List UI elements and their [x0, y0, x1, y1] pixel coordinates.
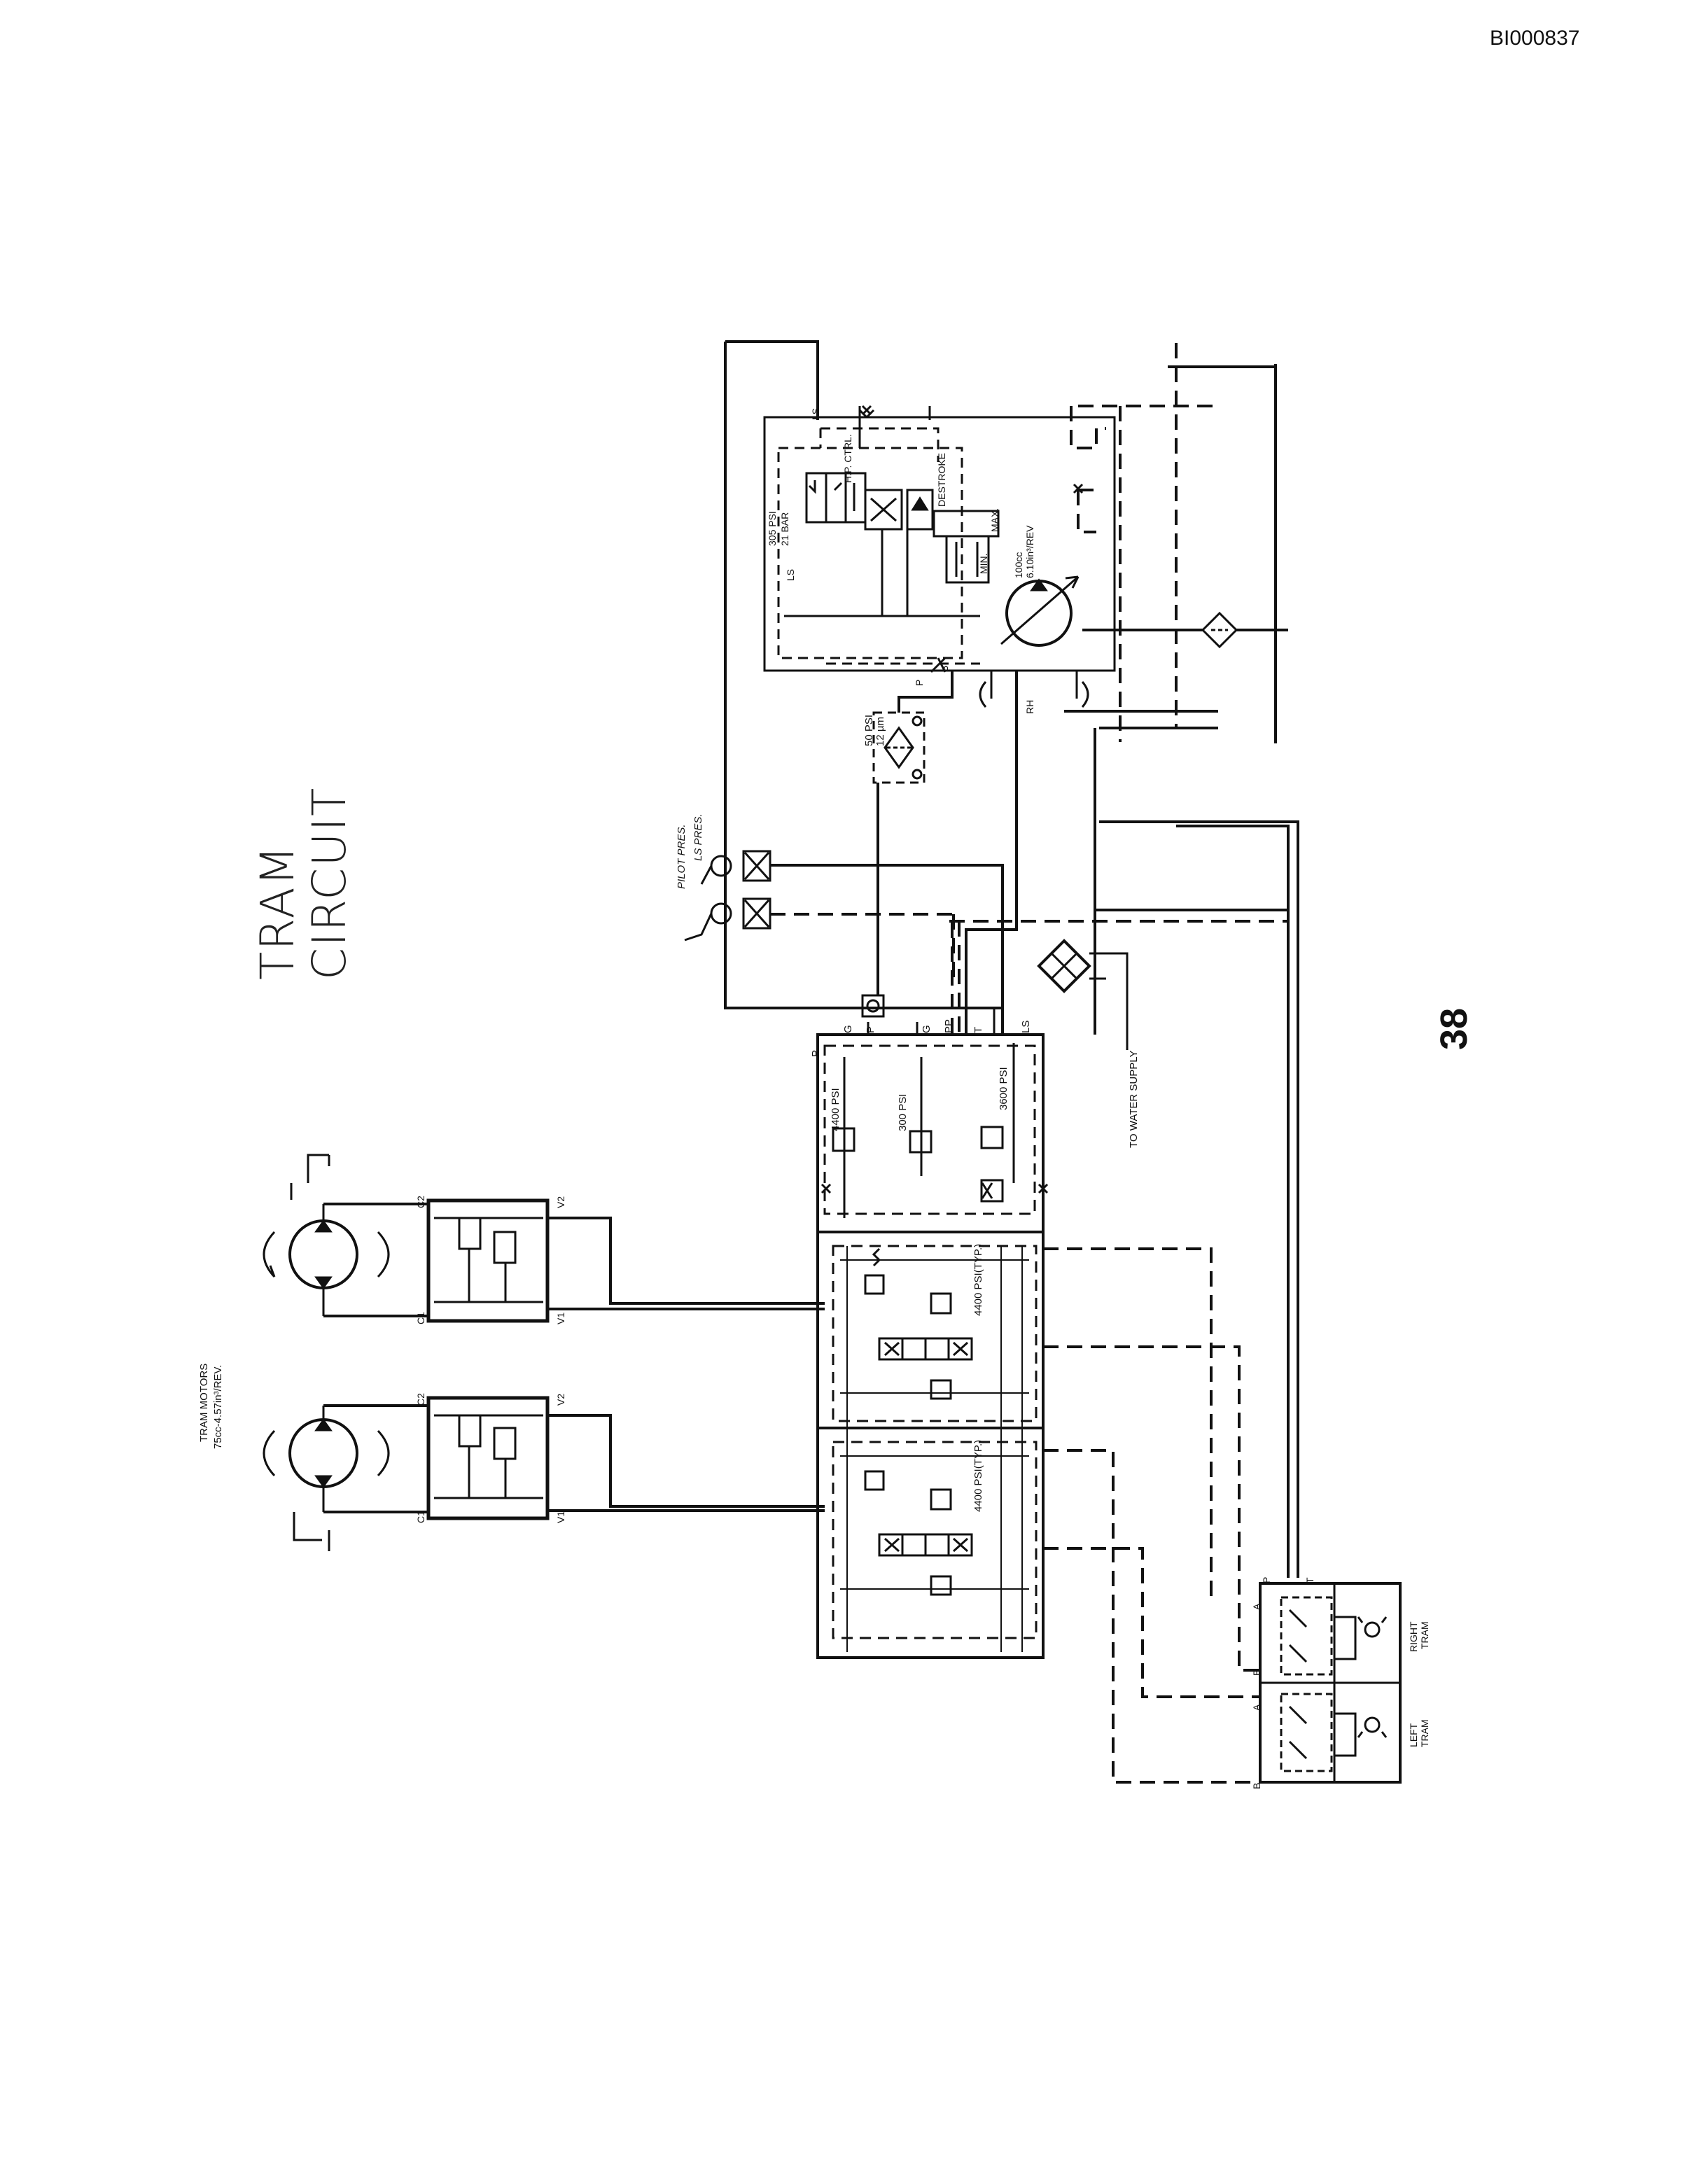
port-p-bank: P [810, 1050, 822, 1057]
pilot-pres-label: PILOT PRES. [676, 824, 687, 889]
port-a-left: A [1251, 1704, 1262, 1711]
port-t-tram: T [1304, 1577, 1315, 1583]
relief-3600-label: 3600 PSI [998, 1067, 1010, 1110]
gauge-labels: PILOT PRES. LS PRES. [676, 813, 704, 889]
port-t: T [972, 1027, 984, 1033]
port-ls-bank: LS [1020, 1021, 1032, 1033]
tram-motor-left [263, 1406, 390, 1551]
ls-pres-label: LS PRES. [692, 813, 704, 861]
port-g-2: G [921, 1025, 933, 1033]
relief-4400-label-upper: 4400 PSI(TYP.) [972, 1244, 984, 1316]
motor-labels: TRAM MOTORS 75cc-4.57in³/REV. [198, 1364, 224, 1449]
pilot-pres-gauge-icon [710, 902, 732, 925]
filter-spec-1: 50 PSI [863, 715, 875, 746]
port-p-tram: P [1261, 1577, 1272, 1583]
port-p-pump-1: P [914, 680, 925, 686]
counterbalance-block-1 [426, 1198, 550, 1323]
counterbalance-block-2 [426, 1396, 550, 1520]
rh-label: RH [1024, 700, 1035, 714]
relief-4400-label-lower: 4400 PSI(TYP.) [972, 1440, 984, 1512]
left-tram-label-2: TRAM [1419, 1719, 1430, 1747]
tram-motors-label: TRAM MOTORS [198, 1364, 210, 1442]
pressure-filter [872, 711, 926, 784]
port-v1-top: V1 [555, 1312, 566, 1324]
port-g-1: G [842, 1025, 854, 1033]
port-p-2: P [865, 1026, 877, 1033]
port-b-left: B [1251, 1783, 1262, 1789]
tram-motor-right [263, 1154, 390, 1316]
right-tram-label-2: TRAM [1419, 1621, 1430, 1649]
hp-ctrl-label: H.P. CTRL. [842, 434, 853, 483]
plug-marks [820, 405, 1084, 1194]
right-tram-label-1: RIGHT [1408, 1621, 1419, 1652]
relief-4400-main-label: 4400 PSI [830, 1088, 842, 1131]
tram-control-valves [1259, 1582, 1402, 1784]
comp-spec-2: 21 BAR [779, 512, 790, 546]
left-tram-joystick-icon [1364, 1716, 1381, 1733]
valve-bank-labels: 4400 PSI(TYP.) 4400 PSI(TYP.) 4400 PSI 3… [810, 1019, 1032, 1512]
port-c2-bottom: C2 [415, 1393, 426, 1406]
min-label: MIN. [978, 553, 989, 574]
destroke-label: DESTROKE [936, 453, 947, 507]
port-p-pump-2: P [942, 666, 953, 672]
filter-spec-2: 12 µm [874, 717, 886, 746]
port-c1-top: C1 [415, 1312, 426, 1324]
water-supply-label: TO WATER SUPPLY [1128, 1051, 1140, 1148]
tram-valve-labels: RIGHT TRAM LEFT TRAM P T A B A B [1251, 1577, 1430, 1789]
ls-pres-gauge-icon [710, 855, 732, 877]
left-tram-label-1: LEFT [1408, 1723, 1419, 1747]
comp-spec-1: 305 PSI [767, 511, 778, 546]
tram-motors-spec: 75cc-4.57in³/REV. [212, 1365, 224, 1449]
gauges [684, 850, 771, 941]
relief-300-label: 300 PSI [897, 1094, 909, 1131]
right-tram-joystick-icon [1364, 1621, 1381, 1638]
main-lines [724, 340, 1299, 1578]
filter-labels: 50 PSI 12 µm [863, 715, 886, 746]
pump-spec-2: 6.10in³/REV [1024, 525, 1035, 578]
port-c1-bottom: C1 [415, 1511, 426, 1523]
cooler-water [1037, 939, 1129, 1050]
port-check-symbol [861, 994, 885, 1018]
pump-spec-1: 100cc [1013, 552, 1024, 578]
port-a-right: A [1251, 1603, 1262, 1610]
max-label: MAX. [989, 508, 1000, 532]
pump-assembly [763, 406, 1116, 708]
port-v2-bottom: V2 [555, 1394, 566, 1406]
port-c2-top: C2 [415, 1196, 426, 1208]
block-port-labels: C2 C1 V2 V1 C2 C1 V2 V1 [415, 1196, 566, 1523]
document-id: BI000837 [1490, 27, 1580, 50]
heat-exchanger-pump [1201, 611, 1238, 649]
port-b-right: B [1251, 1670, 1262, 1676]
pump-labels: H.P. CTRL. DESTROKE 305 PSI 21 BAR LS LS… [767, 408, 1035, 714]
port-ls-pump-1: LS [810, 408, 821, 420]
port-v1-bottom: V1 [555, 1511, 566, 1523]
pilot-lines [770, 343, 1288, 1784]
port-v2-top: V2 [555, 1196, 566, 1208]
port-ls-pump-2: LS [785, 569, 796, 581]
